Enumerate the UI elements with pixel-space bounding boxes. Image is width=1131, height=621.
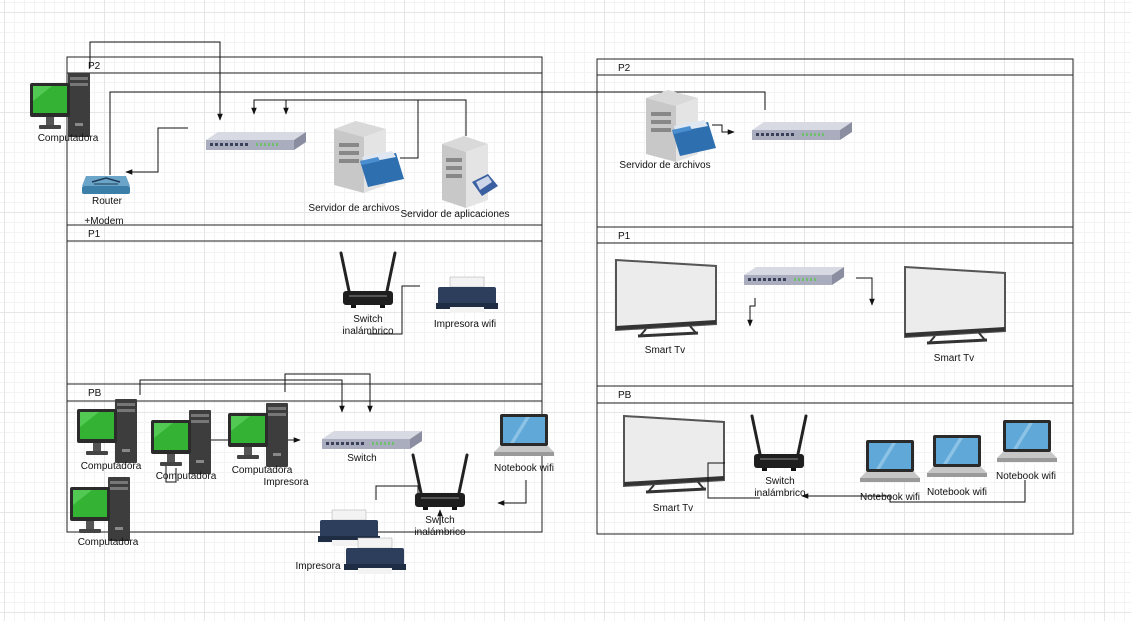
left-pb-computer-4-icon <box>70 477 130 541</box>
right-pb-notebook-2-label: Notebook wifi <box>927 487 987 498</box>
left-building-frame <box>66 56 543 533</box>
left-pb-wireless-switch-label-1: Switch <box>425 515 454 526</box>
right-building: P2 P1 PB Servidor de archivos Smart Tv S… <box>596 58 1074 535</box>
right-pb-notebook-1-label: Notebook wifi <box>860 492 920 503</box>
left-p2-title: P2 <box>88 61 101 72</box>
right-p1-title: P1 <box>618 231 631 242</box>
left-building: P2 P1 PB Computadora Router +Modem Servi… <box>30 41 766 575</box>
right-pb-notebook-3-label: Notebook wifi <box>996 471 1056 482</box>
right-pb-notebook-3-icon <box>997 420 1057 462</box>
right-pb-tv-label: Smart Tv <box>653 503 693 514</box>
right-p1-tv-left-icon <box>614 258 718 338</box>
left-p2-router-label: Router <box>92 196 123 207</box>
left-p2-file-server-label: Servidor de archivos <box>308 203 399 214</box>
right-pb-wireless-switch-label-2: inalámbrico <box>754 488 806 499</box>
right-p2-file-server-label: Servidor de archivos <box>619 160 710 171</box>
right-pb-title: PB <box>618 390 632 401</box>
left-p2-computer-label: Computadora <box>38 133 99 144</box>
left-p2-router-icon <box>81 175 131 195</box>
right-pb-notebook-1-icon <box>860 440 920 482</box>
right-pb-wireless-switch-icon <box>750 414 808 473</box>
right-building-frame <box>596 58 1074 535</box>
left-p1-wireless-switch-icon <box>339 251 397 310</box>
left-p2-computer-icon <box>30 73 90 137</box>
left-p1-printer-label: Impresora wifi <box>434 319 496 330</box>
left-pb-printer-label: Impresora <box>295 561 340 572</box>
left-pb-computer-3-label: Computadora <box>232 465 293 476</box>
left-p1-wireless-switch-label-1: Switch <box>353 314 382 325</box>
right-pb-notebook-2-icon <box>927 435 987 477</box>
right-p1-tv-right-label: Smart Tv <box>934 353 974 364</box>
left-pb-computer-2-icon <box>151 410 211 474</box>
right-p2-switch-icon <box>752 122 852 140</box>
left-pb-switch-icon <box>322 431 422 449</box>
left-pb-wireless-switch-label-2: inalámbrico <box>414 527 466 538</box>
left-p2-file-server-icon <box>334 121 404 193</box>
right-p1-switch-icon <box>744 267 844 285</box>
left-pb-computer-2-label: Computadora <box>156 471 217 482</box>
right-pb-tv-icon <box>622 414 726 494</box>
left-pb-notebook-label: Notebook wifi <box>494 463 554 474</box>
left-pb-computer-3-icon <box>228 403 288 467</box>
left-pb-computer-1-icon <box>77 399 137 463</box>
right-p2-file-server-icon <box>646 90 716 162</box>
left-pb-wireless-switch-icon <box>411 453 469 512</box>
left-p2-app-server-icon <box>442 136 498 208</box>
left-pb-computer-1-label: Computadora <box>81 461 142 472</box>
left-p2-switch-icon <box>206 132 306 150</box>
right-p1-tv-left-label: Smart Tv <box>645 345 685 356</box>
left-pb-notebook-icon <box>494 414 554 456</box>
left-pb-computer-3-sub-label: Impresora <box>263 477 308 488</box>
left-pb-title: PB <box>88 388 102 399</box>
left-p2-app-server-label: Servidor de aplicaciones <box>401 209 510 220</box>
left-p2-router-sub-label: +Modem <box>84 216 123 227</box>
left-p1-title: P1 <box>88 229 101 240</box>
right-p1-tv-right-icon <box>903 265 1007 345</box>
left-p1-printer-icon <box>435 276 499 314</box>
right-pb-wireless-switch-label-1: Switch <box>765 476 794 487</box>
left-pb-computer-4-label: Computadora <box>78 537 139 548</box>
left-p1-wireless-switch-label-2: inalámbrico <box>342 326 394 337</box>
right-p2-title: P2 <box>618 63 631 74</box>
left-pb-switch-label: Switch <box>347 453 376 464</box>
